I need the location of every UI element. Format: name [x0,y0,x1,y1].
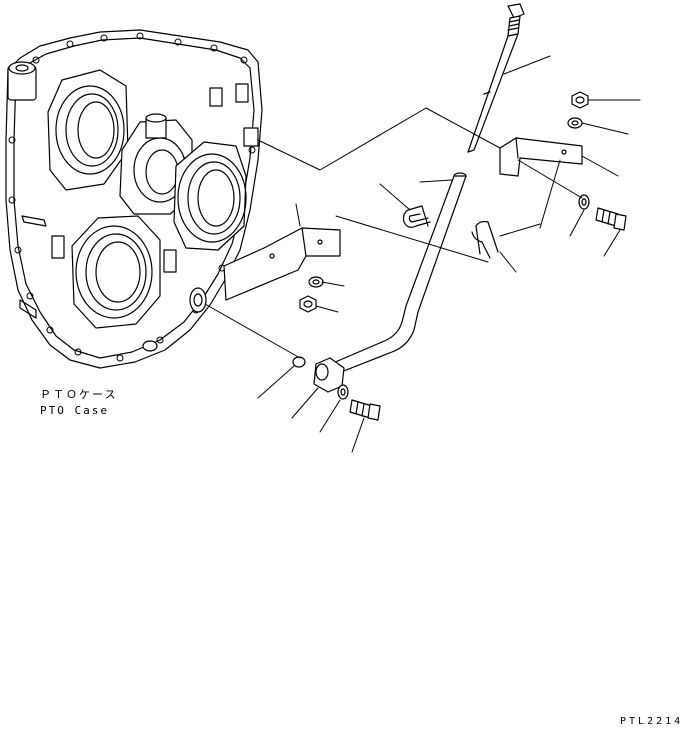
dipstick [467,3,525,153]
dipstick-guide-tube [292,172,467,393]
housing-label-en: PTO Case [40,404,109,417]
drawing-code: PTL2214 [620,716,683,727]
lower-bracket [223,227,341,301]
washer-flange [337,384,349,400]
bolt-mid-right [595,207,627,231]
upper-bracket [499,137,583,177]
washer-bracket [308,276,324,288]
leader-lines [204,55,641,453]
u-bolt-left [402,205,431,228]
washer-top-right [567,117,583,129]
nut-bracket [299,295,317,313]
nut-top-right [571,91,589,109]
pto-case-housing [5,29,263,369]
housing-label-ja: ＰＴＯケース [40,388,117,401]
washer-mid-right [578,194,590,210]
bolt-flange [349,399,381,421]
u-bolt-right [471,220,499,259]
